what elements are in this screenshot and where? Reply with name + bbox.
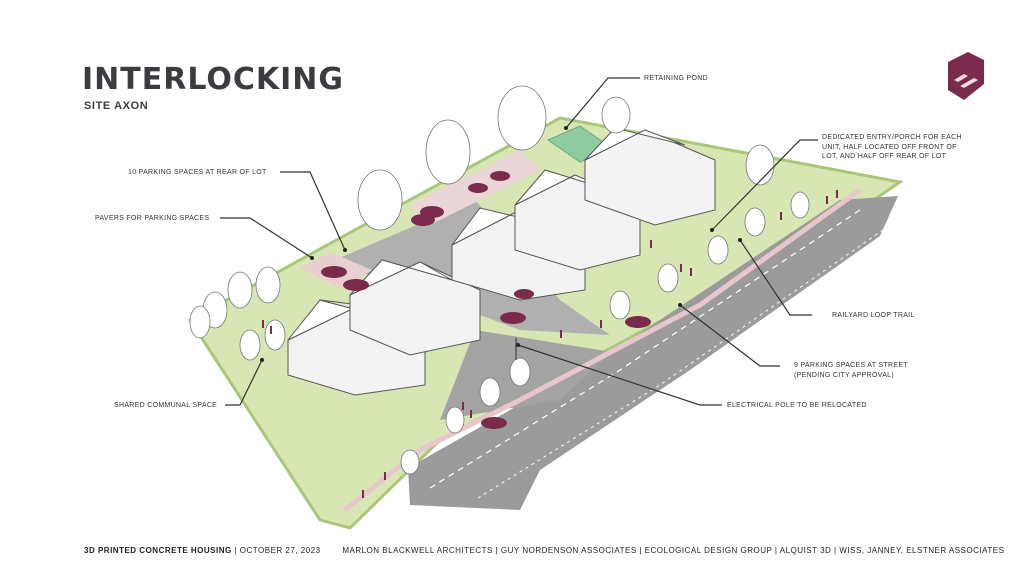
people (262, 190, 838, 498)
callout-electrical-pole: ELECTRICAL POLE TO BE RELOCATED (727, 402, 867, 409)
callout-entry-porch-line-2: UNIT, HALF LOCATED OFF FRONT OF (822, 143, 957, 151)
callout-railyard-trail: RAILYARD LOOP TRAIL (832, 312, 915, 319)
leader-lines (220, 77, 818, 406)
callout-retaining-pond: RETAINING POND (644, 75, 708, 82)
page-title: INTERLOCKING (82, 62, 345, 97)
cars (321, 171, 651, 429)
callout-entry-porch: DEDICATED ENTRY/PORCH FOR EACH UNIT, HAL… (822, 133, 962, 162)
road-centerline (429, 209, 861, 489)
leader-dots (260, 126, 742, 362)
footer-credits: MARLON BLACKWELL ARCHITECTS | GUY NORDEN… (342, 546, 1005, 555)
trail-dash (547, 259, 881, 509)
callout-entry-porch-line-1: DEDICATED ENTRY/PORCH FOR EACH (822, 134, 962, 141)
callout-street-parking-line-2: (PENDING CITY APPROVAL) (794, 371, 894, 379)
footer-date: | OCTOBER 27, 2023 (234, 546, 321, 555)
trees (189, 85, 810, 475)
callout-street-parking: 9 PARKING SPACES AT STREET (PENDING CITY… (794, 361, 908, 380)
railyard-trail (343, 187, 862, 512)
brand-logo-icon (948, 52, 984, 100)
building-2 (349, 259, 481, 356)
callout-entry-porch-line-3: LOT, AND HALF OFF REAR OF LOT (822, 153, 947, 160)
building-5 (584, 127, 716, 226)
road-edge-line (477, 224, 891, 499)
main-road (408, 196, 898, 510)
callout-street-parking-line-1: 9 PARKING SPACES AT STREET (794, 362, 908, 369)
callout-parking-rear: 10 PARKING SPACES AT REAR OF LOT (128, 169, 267, 176)
footer-project: 3D PRINTED CONCRETE HOUSING (84, 546, 232, 555)
callout-shared-space: SHARED COMMUNAL SPACE (114, 402, 218, 409)
callout-pavers: PAVERS FOR PARKING SPACES (95, 215, 210, 222)
footer: 3D PRINTED CONCRETE HOUSING | OCTOBER 27… (84, 546, 1004, 555)
page-subtitle: SITE AXON (84, 100, 149, 112)
